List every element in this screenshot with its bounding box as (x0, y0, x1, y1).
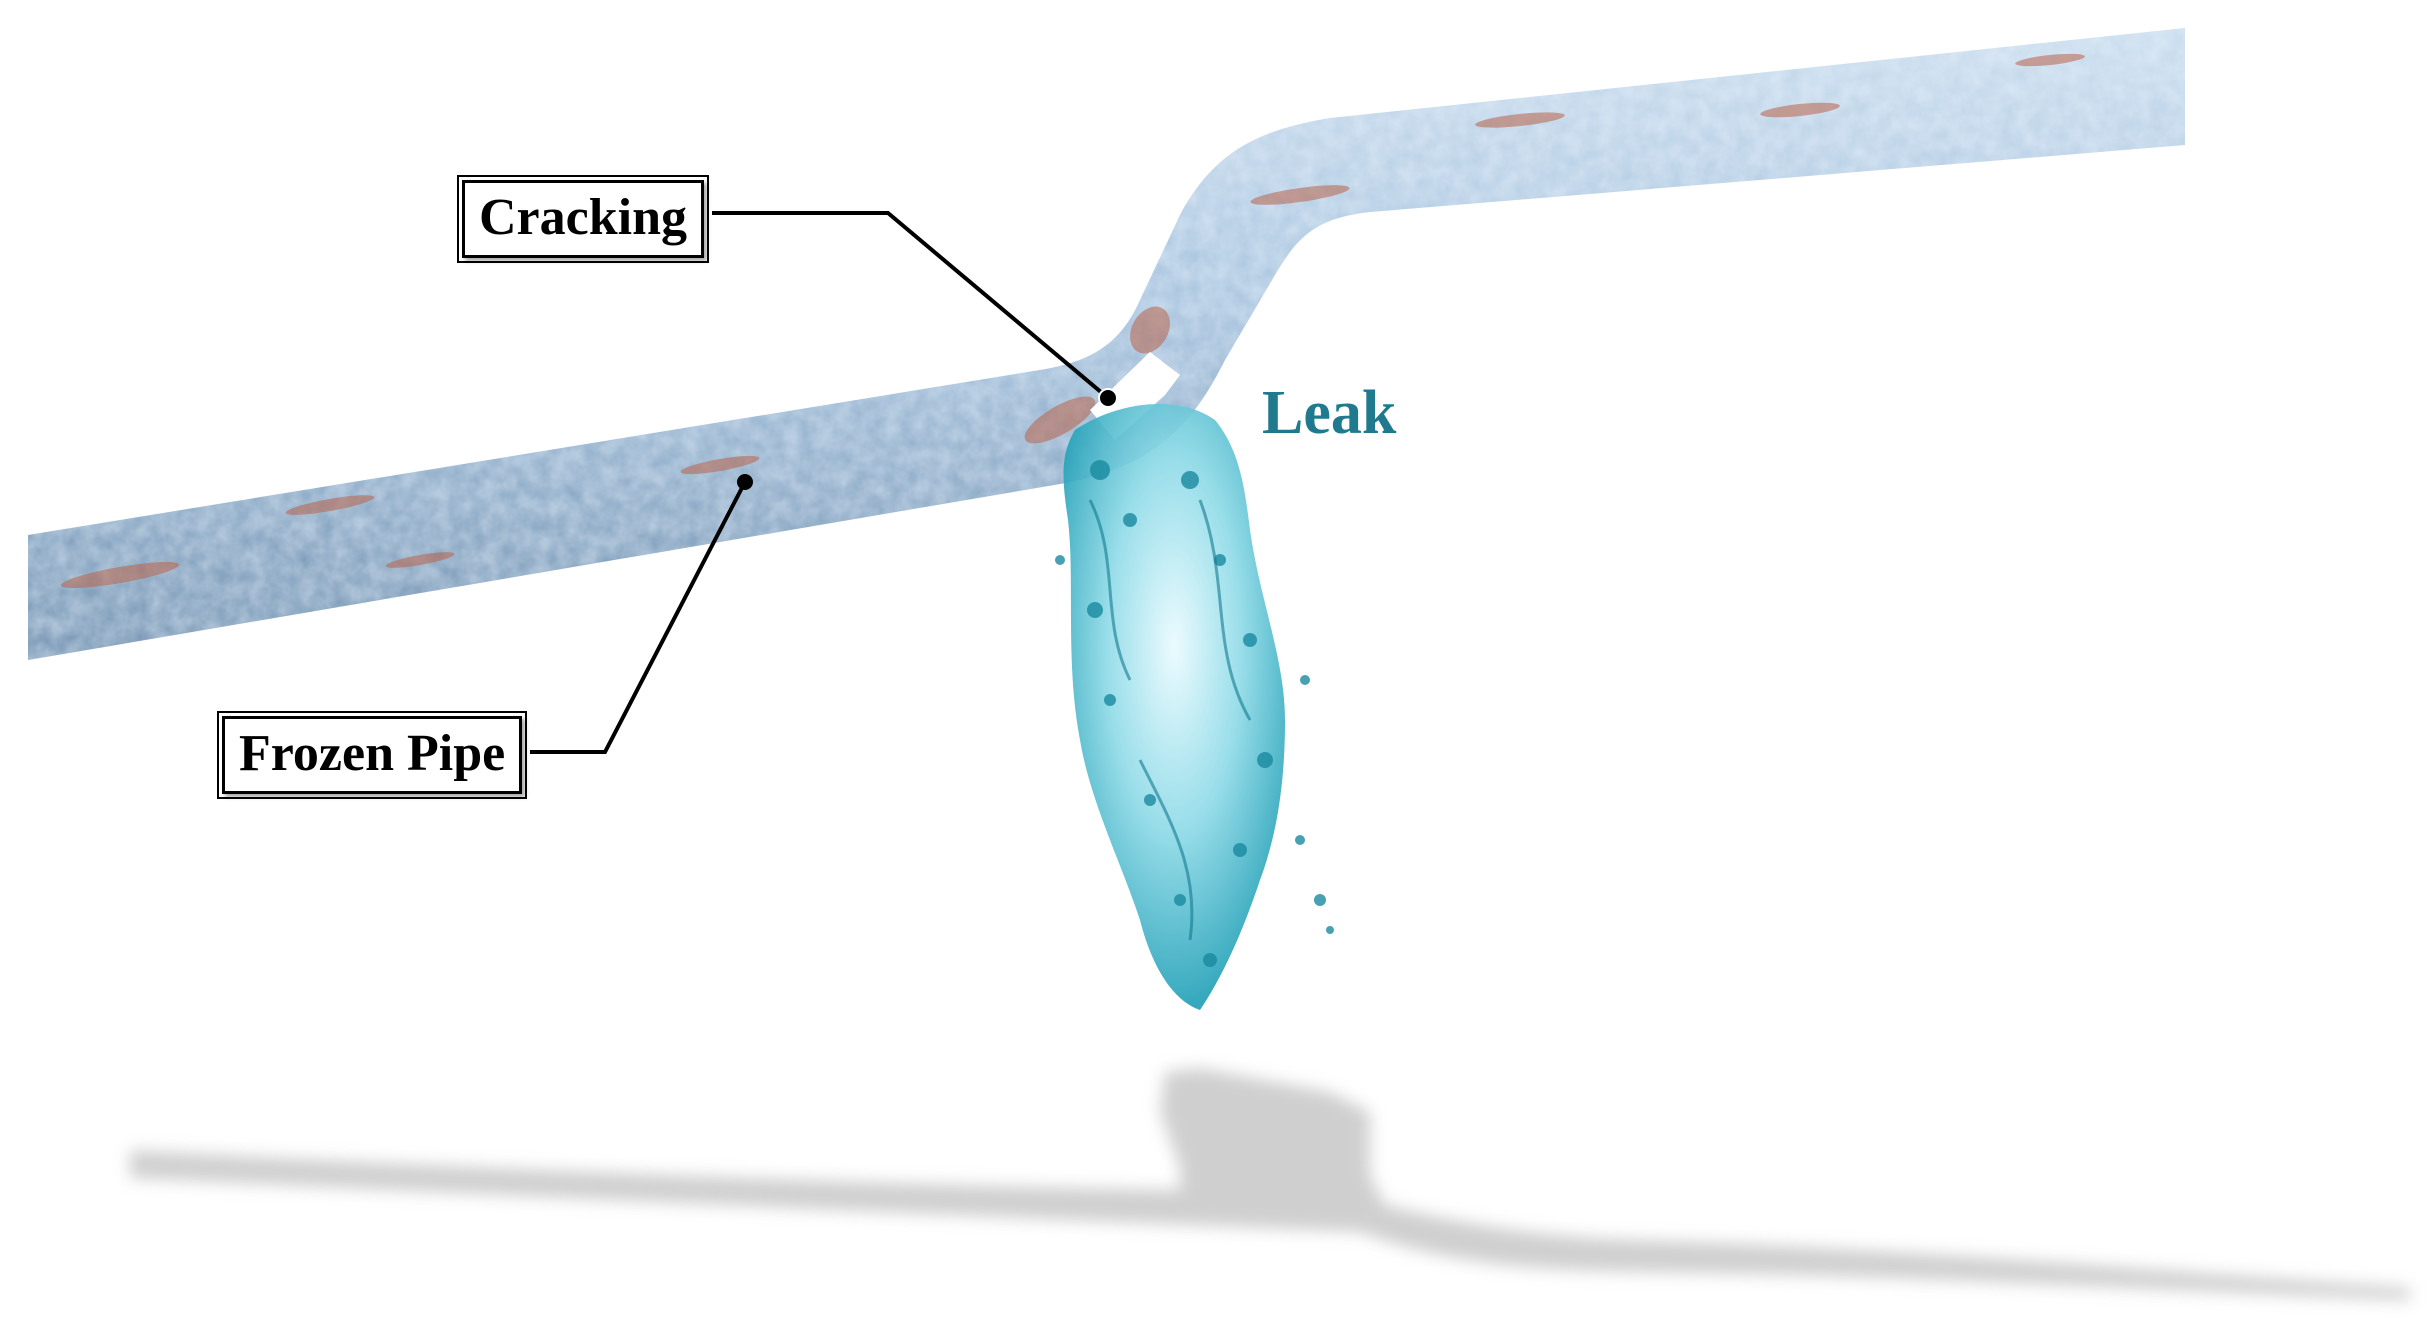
frozen-pipe-label: Frozen Pipe (216, 711, 528, 799)
frozen-pipe-leader-line (530, 481, 747, 754)
ground-shadow (130, 1068, 2410, 1300)
leak-label: Leak (1262, 379, 1397, 447)
water-jet (1055, 403, 1334, 1010)
rust-streaks (60, 53, 2085, 589)
callout-lines (530, 211, 1110, 754)
cracking-pointer-dot (1098, 388, 1118, 408)
frozen-pipe-pointer-dot (737, 474, 753, 490)
cracking-label: Cracking (457, 175, 709, 263)
cracking-leader-line (712, 211, 1110, 400)
